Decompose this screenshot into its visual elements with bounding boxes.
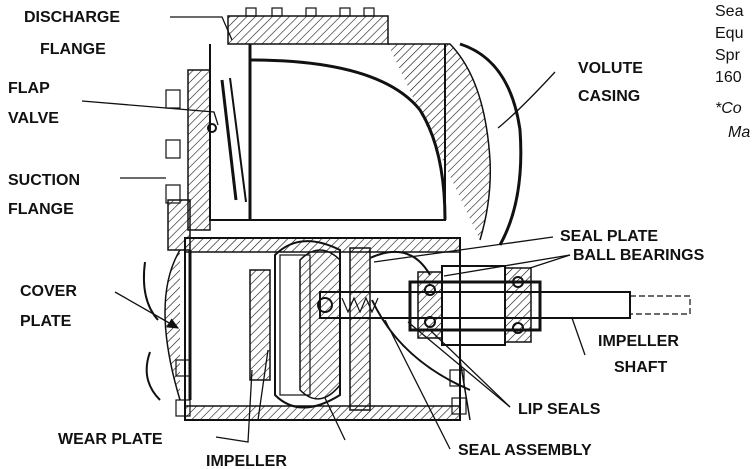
label-casing: CASING [578, 88, 640, 105]
label-impeller-2: IMPELLER [598, 333, 679, 350]
label-impeller-shaft: IMPELLER SHAFT [598, 333, 679, 376]
label-flange-1: FLANGE [40, 41, 106, 58]
side-text-line-3: Spr [715, 47, 741, 64]
label-seal-plate: SEAL PLATE [560, 228, 658, 245]
label-volute-casing: VOLUTE CASING [578, 60, 643, 105]
discharge-flange-shape [227, 15, 389, 45]
label-flap-valve: FLAP VALVE [8, 80, 59, 127]
label-cover-plate: COVER PLATE [20, 283, 77, 330]
label-wear-plate: WEAR PLATE [58, 431, 163, 448]
label-valve: VALVE [8, 110, 59, 127]
label-volute: VOLUTE [578, 60, 643, 77]
label-discharge: DISCHARGE [24, 9, 120, 26]
label-seal-assembly: SEAL ASSEMBLY [458, 442, 592, 459]
leader-lines [81, 16, 586, 450]
label-suction: SUCTION [8, 172, 80, 189]
side-text-block: Sea Equ Spr 160 *Co Ma [715, 3, 750, 141]
label-suction-flange: SUCTION FLANGE [8, 172, 80, 218]
label-flap: FLAP [8, 80, 50, 97]
side-text-italic-2: Ma [728, 124, 750, 141]
label-plate: PLATE [20, 313, 72, 330]
label-flange-2: FLANGE [8, 201, 74, 218]
label-ball-bearings: BALL BEARINGS [573, 247, 705, 264]
side-text-line-4: 160 [715, 69, 742, 86]
label-impeller: IMPELLER [206, 453, 287, 469]
label-shaft: SHAFT [614, 359, 668, 376]
side-text-italic-1: *Co [715, 100, 742, 117]
label-discharge-flange: DISCHARGE FLANGE [24, 9, 120, 58]
label-cover: COVER [20, 283, 77, 300]
side-text-line-1: Sea [715, 3, 744, 20]
side-text-line-2: Equ [715, 25, 743, 42]
label-lip-seals: LIP SEALS [518, 401, 601, 418]
